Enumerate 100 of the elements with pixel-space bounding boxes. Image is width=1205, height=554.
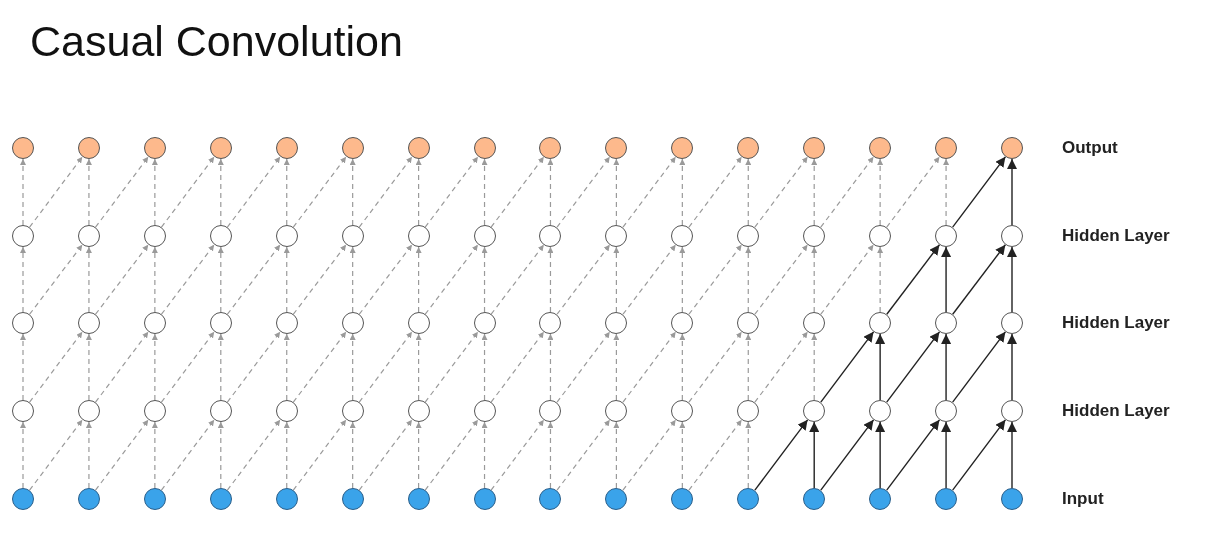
arrow (20, 246, 26, 313)
arrow (745, 333, 752, 401)
arrow (754, 331, 809, 403)
arrow (85, 333, 92, 401)
arrow (809, 421, 820, 489)
arrow (745, 246, 752, 313)
arrow (490, 244, 545, 315)
layer-label: Hidden Layer (1062, 401, 1170, 421)
arrow (745, 158, 752, 226)
hidden-node (473, 400, 496, 422)
arrow (745, 421, 752, 489)
arrow (358, 244, 413, 315)
arrow (226, 156, 281, 228)
hidden-node (803, 225, 826, 247)
hidden-node (869, 400, 892, 422)
output-node (12, 137, 34, 159)
input-node (869, 488, 892, 510)
arrow (622, 419, 677, 491)
arrow (556, 244, 611, 315)
arrow (481, 158, 488, 226)
arrow (886, 331, 941, 403)
hidden-node (341, 225, 364, 247)
hidden-node (737, 225, 760, 247)
output-node (143, 137, 166, 159)
output-node (407, 137, 430, 159)
arrow (226, 419, 281, 491)
arrow (886, 244, 941, 315)
arrow (358, 331, 413, 403)
hidden-node (473, 225, 496, 247)
arrow (556, 156, 611, 228)
hidden-node (539, 312, 562, 334)
hidden-node (209, 312, 232, 334)
output-node (1001, 137, 1023, 159)
layer-label: Hidden Layer (1062, 313, 1170, 333)
arrow (811, 158, 818, 226)
input-node (539, 488, 562, 510)
hidden-node (935, 312, 958, 334)
arrow (283, 421, 290, 489)
arrow (556, 331, 611, 403)
hidden-node (407, 225, 430, 247)
hidden-node (671, 225, 694, 247)
hidden-node (473, 312, 496, 334)
arrow (160, 244, 215, 315)
arrow (547, 333, 554, 401)
hidden-node (77, 400, 100, 422)
input-node (77, 488, 100, 510)
arrow (877, 158, 884, 226)
hidden-node (869, 312, 892, 334)
hidden-node (12, 225, 34, 247)
hidden-node (737, 400, 760, 422)
arrow (424, 156, 479, 228)
arrow (349, 421, 356, 489)
arrow (688, 156, 743, 228)
arrow (217, 421, 224, 489)
arrow (160, 156, 215, 228)
hidden-node (539, 225, 562, 247)
arrow (490, 331, 545, 403)
arrow (820, 331, 875, 403)
hidden-node (1001, 400, 1023, 422)
arrow (688, 244, 743, 315)
arrow (688, 331, 743, 403)
hidden-node (671, 400, 694, 422)
arrow (490, 156, 545, 228)
arrow (481, 421, 488, 489)
hidden-node (275, 225, 298, 247)
hidden-node (77, 312, 100, 334)
arrow (1007, 421, 1017, 489)
arrow (151, 158, 158, 226)
hidden-node (209, 400, 232, 422)
arrow (349, 333, 356, 401)
hidden-node (12, 400, 34, 422)
arrow (415, 246, 422, 313)
arrow (1007, 246, 1017, 313)
arrow (29, 244, 83, 315)
arrow (952, 244, 1007, 315)
arrow (151, 246, 158, 313)
arrow (877, 246, 884, 313)
hidden-node (1001, 312, 1023, 334)
arrow (547, 421, 554, 489)
arrow (547, 246, 554, 313)
arrow (292, 331, 347, 403)
arrow (556, 419, 611, 491)
hidden-node (605, 400, 628, 422)
hidden-node (407, 312, 430, 334)
arrow (151, 333, 158, 401)
layer-label: Input (1062, 489, 1104, 509)
hidden-node (341, 400, 364, 422)
arrow (481, 333, 488, 401)
layer-label: Hidden Layer (1062, 226, 1170, 246)
hidden-node (275, 312, 298, 334)
hidden-node (12, 312, 34, 334)
arrow (424, 331, 479, 403)
arrow (875, 333, 886, 401)
layer-label: Output (1062, 138, 1118, 158)
arrow (29, 331, 83, 403)
hidden-node (803, 400, 826, 422)
arrow (292, 244, 347, 315)
arrow (283, 158, 290, 226)
arrow (20, 421, 26, 489)
arrow (622, 331, 677, 403)
